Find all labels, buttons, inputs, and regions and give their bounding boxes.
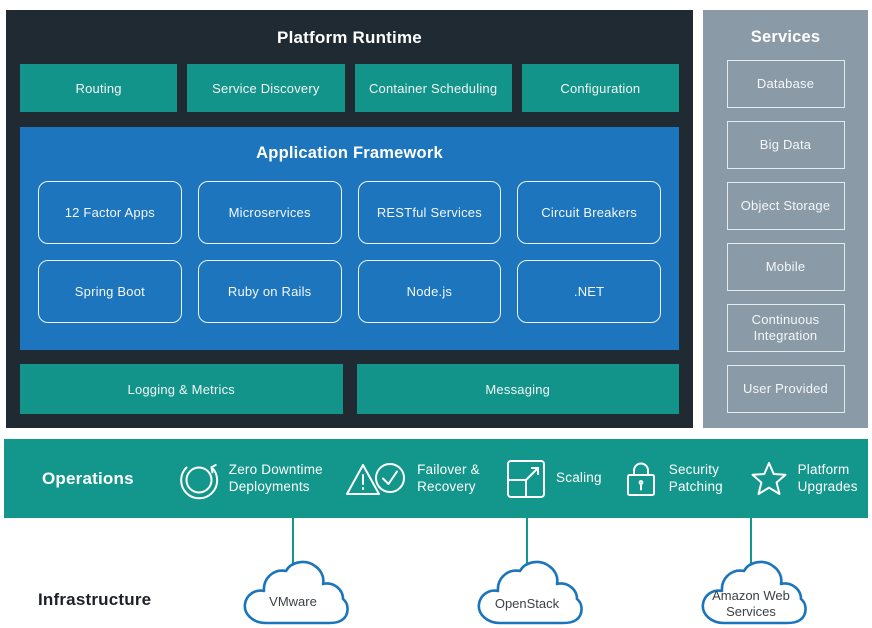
op-security-patching: Security Patching (622, 458, 729, 500)
openstack-cloud: OpenStack (471, 558, 583, 628)
circuit-breakers-box: Circuit Breakers (517, 181, 661, 244)
twelve-factor-apps-box: 12 Factor Apps (38, 181, 182, 244)
op-scaling: Scaling (505, 458, 602, 500)
services-panel: Services Database Big Data Object Storag… (703, 10, 868, 428)
scaling-expand-icon (507, 459, 546, 498)
service-discovery-box: Service Discovery (187, 64, 345, 112)
openstack-label: OpenStack (494, 596, 560, 611)
op-label-zero-downtime: Zero Downtime Deployments (228, 462, 323, 494)
object-storage-box: Object Storage (726, 182, 845, 230)
application-framework-title: Application Framework (256, 144, 443, 162)
spring-boot-box: Spring Boot (38, 260, 182, 323)
op-failover-recovery: Failover & Recovery (344, 458, 485, 500)
op-zero-downtime: Zero Downtime Deployments (178, 458, 324, 500)
platform-runtime-panel: Platform Runtime Routing Service Discove… (6, 10, 693, 428)
dotnet-box: .NET (517, 260, 661, 323)
aws-label: Amazon Web Services (712, 588, 790, 619)
ruby-on-rails-box: Ruby on Rails (197, 260, 342, 323)
infrastructure-section: Infrastructure VMware OpenStack Amazon W… (0, 518, 872, 628)
vmware-cloud: VMware (237, 558, 349, 628)
op-label-scaling: Scaling (556, 470, 602, 486)
operations-band: Operations Zero Downtime Deployments Fai… (4, 439, 868, 518)
connector-line-vmware (292, 518, 294, 564)
runtime-top-row: Routing Service Discovery Container Sche… (20, 64, 679, 112)
op-label-failover-recovery: Failover & Recovery (417, 462, 480, 494)
aws-cloud: Amazon Web Services (695, 558, 807, 628)
restful-services-box: RESTful Services (357, 181, 502, 244)
user-provided-box: User Provided (726, 365, 845, 413)
framework-row-1: 12 Factor Apps Microservices RESTful Ser… (38, 181, 661, 244)
messaging-box: Messaging (356, 364, 679, 414)
cloud-icon (243, 560, 349, 625)
container-scheduling-box: Container Scheduling (354, 64, 512, 112)
big-data-box: Big Data (726, 121, 845, 169)
microservices-box: Microservices (197, 181, 342, 244)
cloud-icon (701, 560, 807, 625)
application-framework-panel: Application Framework 12 Factor Apps Mic… (20, 127, 679, 350)
star-icon (751, 461, 787, 495)
database-box: Database (726, 60, 845, 108)
connector-line-aws (750, 518, 752, 564)
warning-triangle-check-circle-icon (346, 462, 406, 495)
configuration-box: Configuration (521, 64, 679, 112)
routing-box: Routing (20, 64, 178, 112)
mobile-box: Mobile (726, 243, 845, 291)
security-lock-icon (626, 462, 655, 496)
op-label-platform-upgrades: Platform Upgrades (797, 462, 858, 494)
nodejs-box: Node.js (357, 260, 502, 323)
op-label-security-patching: Security Patching (668, 462, 723, 494)
infrastructure-title: Infrastructure (38, 590, 152, 609)
continuous-integration-box: Continuous Integration (726, 304, 845, 352)
runtime-bottom-row: Logging & Metrics Messaging (20, 364, 679, 414)
refresh-circle-icon (179, 463, 218, 499)
vmware-label: VMware (269, 594, 317, 609)
op-platform-upgrades: Platform Upgrades (749, 458, 868, 500)
cloud-icon (477, 560, 583, 625)
operations-title: Operations (42, 468, 134, 488)
connector-line-openstack (526, 518, 528, 564)
framework-row-2: Spring Boot Ruby on Rails Node.js .NET (38, 260, 661, 323)
logging-metrics-box: Logging & Metrics (20, 364, 343, 414)
services-title: Services (750, 28, 821, 46)
platform-runtime-title: Platform Runtime (277, 28, 422, 47)
